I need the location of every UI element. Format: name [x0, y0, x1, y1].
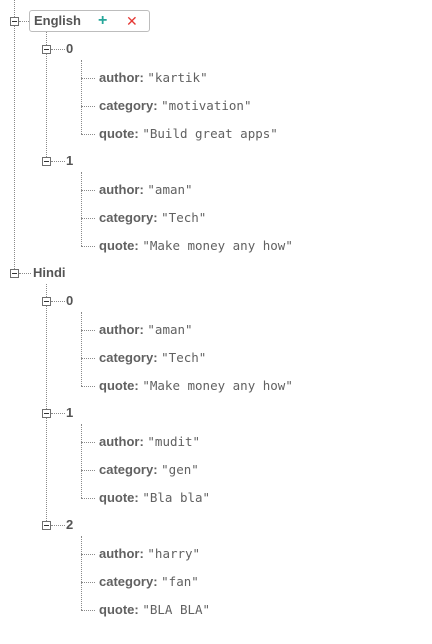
tree-connector	[46, 306, 47, 409]
tree-connector	[81, 312, 82, 386]
field-value: "motivation"	[161, 98, 252, 113]
field-key: author:	[99, 182, 144, 197]
tree-connector	[81, 470, 95, 471]
field-value: "Make money any how"	[142, 238, 293, 253]
tree-connector	[51, 301, 65, 302]
field-key: author:	[99, 322, 144, 337]
tree-connector	[51, 49, 65, 50]
tree-connector	[51, 161, 65, 162]
hindi-item-0-toggle[interactable]	[42, 297, 51, 306]
hindi-item-2-author[interactable]: author: "harry"	[99, 543, 200, 565]
field-key: category:	[99, 210, 158, 225]
tree-connector	[14, 0, 15, 17]
tree-connector	[19, 273, 31, 274]
field-value: "aman"	[147, 182, 193, 197]
tree-connector	[19, 21, 29, 22]
english-item-1-quote[interactable]: quote: "Make money any how"	[99, 235, 293, 257]
hindi-item-0-key[interactable]: 0	[66, 293, 74, 308]
english-collapse-toggle[interactable]	[10, 17, 19, 26]
tree-connector	[51, 413, 65, 414]
english-item-1-category[interactable]: category: "Tech"	[99, 207, 206, 229]
field-key: quote:	[99, 602, 139, 617]
field-value: "fan"	[161, 574, 199, 589]
field-key: category:	[99, 350, 158, 365]
hindi-item-1-author[interactable]: author: "mudit"	[99, 431, 200, 453]
tree-connector	[81, 610, 95, 611]
field-key: author:	[99, 70, 144, 85]
close-icon[interactable]: ✕	[126, 13, 138, 29]
english-node-label: English	[34, 13, 81, 28]
tree-connector	[81, 582, 95, 583]
tree-connector	[81, 536, 82, 610]
field-value: "Tech"	[161, 350, 207, 365]
tree-connector	[46, 418, 47, 521]
hindi-item-0-author[interactable]: author: "aman"	[99, 319, 193, 341]
tree-connector	[81, 554, 95, 555]
hindi-item-2-key[interactable]: 2	[66, 517, 74, 532]
hindi-item-1-quote[interactable]: quote: "Bla bla"	[99, 487, 210, 509]
hindi-item-2-toggle[interactable]	[42, 521, 51, 530]
tree-connector	[81, 442, 95, 443]
field-value: "Bla bla"	[142, 490, 211, 505]
tree-connector	[14, 26, 15, 269]
english-item-1-author[interactable]: author: "aman"	[99, 179, 193, 201]
tree-connector	[46, 32, 47, 45]
tree-connector	[46, 54, 47, 157]
tree-connector	[46, 284, 47, 297]
hindi-item-2-quote[interactable]: quote: "BLA BLA"	[99, 599, 210, 621]
tree-connector	[81, 498, 95, 499]
english-item-1-toggle[interactable]	[42, 157, 51, 166]
tree-connector	[81, 218, 95, 219]
tree-connector	[81, 106, 95, 107]
field-key: author:	[99, 434, 144, 449]
field-value: "aman"	[147, 322, 193, 337]
hindi-item-1-key[interactable]: 1	[66, 405, 74, 420]
field-value: "mudit"	[147, 434, 201, 449]
tree-connector	[81, 190, 95, 191]
field-key: category:	[99, 574, 158, 589]
hindi-item-0-category[interactable]: category: "Tech"	[99, 347, 206, 369]
hindi-node-label[interactable]: Hindi	[33, 265, 66, 280]
hindi-item-1-toggle[interactable]	[42, 409, 51, 418]
tree-connector	[81, 358, 95, 359]
hindi-collapse-toggle[interactable]	[10, 269, 19, 278]
field-value: "kartik"	[147, 70, 208, 85]
tree-connector	[81, 78, 95, 79]
tree-connector	[81, 246, 95, 247]
hindi-item-1-category[interactable]: category: "gen"	[99, 459, 199, 481]
tree-connector	[81, 424, 82, 498]
english-item-0-author[interactable]: author: "kartik"	[99, 67, 208, 89]
tree-connector	[81, 60, 82, 134]
english-item-0-category[interactable]: category: "motivation"	[99, 95, 251, 117]
english-item-0-key[interactable]: 0	[66, 41, 74, 56]
field-key: quote:	[99, 126, 139, 141]
field-key: quote:	[99, 490, 139, 505]
field-value: "Build great apps"	[142, 126, 278, 141]
english-item-1-key[interactable]: 1	[66, 153, 74, 168]
field-value: "BLA BLA"	[142, 602, 211, 617]
field-key: author:	[99, 546, 144, 561]
tree-connector	[81, 330, 95, 331]
tree-connector	[81, 172, 82, 246]
field-value: "harry"	[147, 546, 201, 561]
plus-icon[interactable]: +	[98, 12, 108, 29]
field-key: category:	[99, 462, 158, 477]
tree-connector	[51, 525, 65, 526]
tree-connector	[81, 386, 95, 387]
english-node[interactable]: English + ✕	[29, 10, 150, 32]
field-value: "gen"	[161, 462, 199, 477]
tree-connector	[81, 134, 95, 135]
hindi-item-0-quote[interactable]: quote: "Make money any how"	[99, 375, 293, 397]
hindi-item-2-category[interactable]: category: "fan"	[99, 571, 199, 593]
field-key: category:	[99, 98, 158, 113]
english-item-0-quote[interactable]: quote: "Build great apps"	[99, 123, 278, 145]
field-key: quote:	[99, 378, 139, 393]
field-value: "Tech"	[161, 210, 207, 225]
field-value: "Make money any how"	[142, 378, 293, 393]
field-key: quote:	[99, 238, 139, 253]
english-item-0-toggle[interactable]	[42, 45, 51, 54]
